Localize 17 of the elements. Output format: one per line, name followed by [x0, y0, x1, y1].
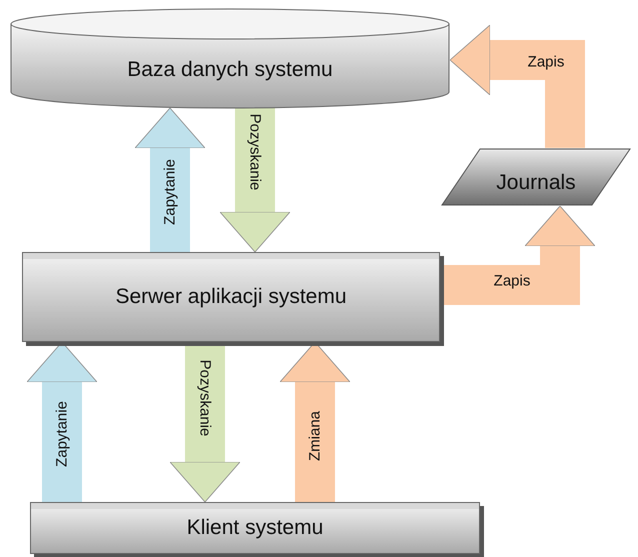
edge-label: Zapytanie: [54, 401, 70, 467]
edge-label: Zmiana: [306, 410, 324, 462]
block-arrow: [134, 108, 206, 252]
node-text: Klient systemu: [186, 516, 324, 540]
node-text: Serwer aplikacji systemu: [115, 285, 347, 309]
edge-label: Zapis: [528, 54, 564, 70]
block-arrow: [450, 24, 585, 148]
block-arrow: [442, 206, 596, 305]
node-text: Baza danych systemu: [127, 58, 333, 82]
journals-parallelogram: [440, 148, 632, 206]
edge-label: Zapytanie: [162, 159, 178, 225]
edge-label: Pozyskanie: [196, 360, 214, 436]
block-arrow: [220, 108, 290, 252]
edge-label: Pozyskanie: [246, 114, 264, 190]
database-cylinder: [10, 8, 450, 108]
node-text: Journals: [496, 171, 576, 195]
edge-label: Zapis: [494, 272, 530, 290]
